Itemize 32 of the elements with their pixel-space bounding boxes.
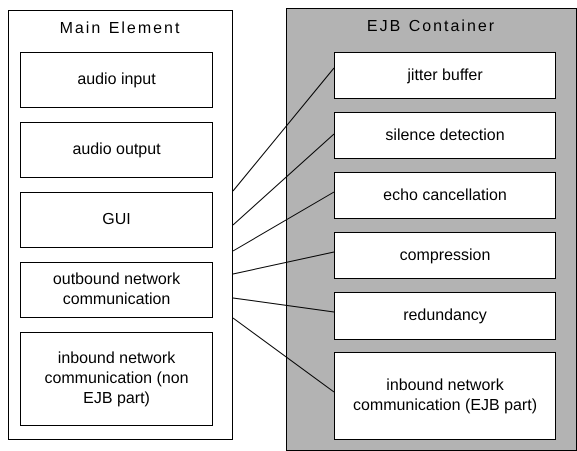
component-label: audio input — [77, 70, 156, 90]
component-label: redundancy — [403, 306, 487, 326]
container-box — [286, 8, 577, 451]
component-label: outbound network communication — [52, 270, 182, 310]
component-box — [20, 192, 213, 248]
connector-line — [232, 192, 334, 252]
component-box — [334, 292, 556, 340]
component-box — [20, 262, 213, 318]
connector-line — [232, 134, 334, 226]
component-label: silence detection — [385, 126, 505, 146]
connector-line — [232, 298, 334, 312]
component-box — [334, 352, 556, 440]
component-label: inbound network communication (non EJB part) — [43, 349, 190, 409]
component-label: compression — [400, 246, 490, 266]
component-label: audio output — [72, 140, 161, 160]
component-box — [334, 232, 556, 279]
component-box — [20, 332, 213, 426]
component-label: echo cancellation — [383, 186, 507, 206]
container-box — [8, 10, 233, 440]
component-label: inbound network communication (EJB part) — [352, 376, 538, 416]
component-label: GUI — [102, 210, 131, 230]
connector-line — [232, 252, 334, 274]
connector-line — [232, 68, 334, 192]
container-title: EJB Container — [366, 17, 498, 37]
component-box — [20, 122, 213, 178]
connector-line — [232, 318, 334, 392]
component-box — [334, 172, 556, 219]
container-title: Main Element — [58, 19, 182, 39]
component-label: jitter buffer — [407, 66, 483, 86]
component-box — [334, 52, 556, 99]
component-box — [20, 52, 213, 108]
component-box — [334, 112, 556, 159]
